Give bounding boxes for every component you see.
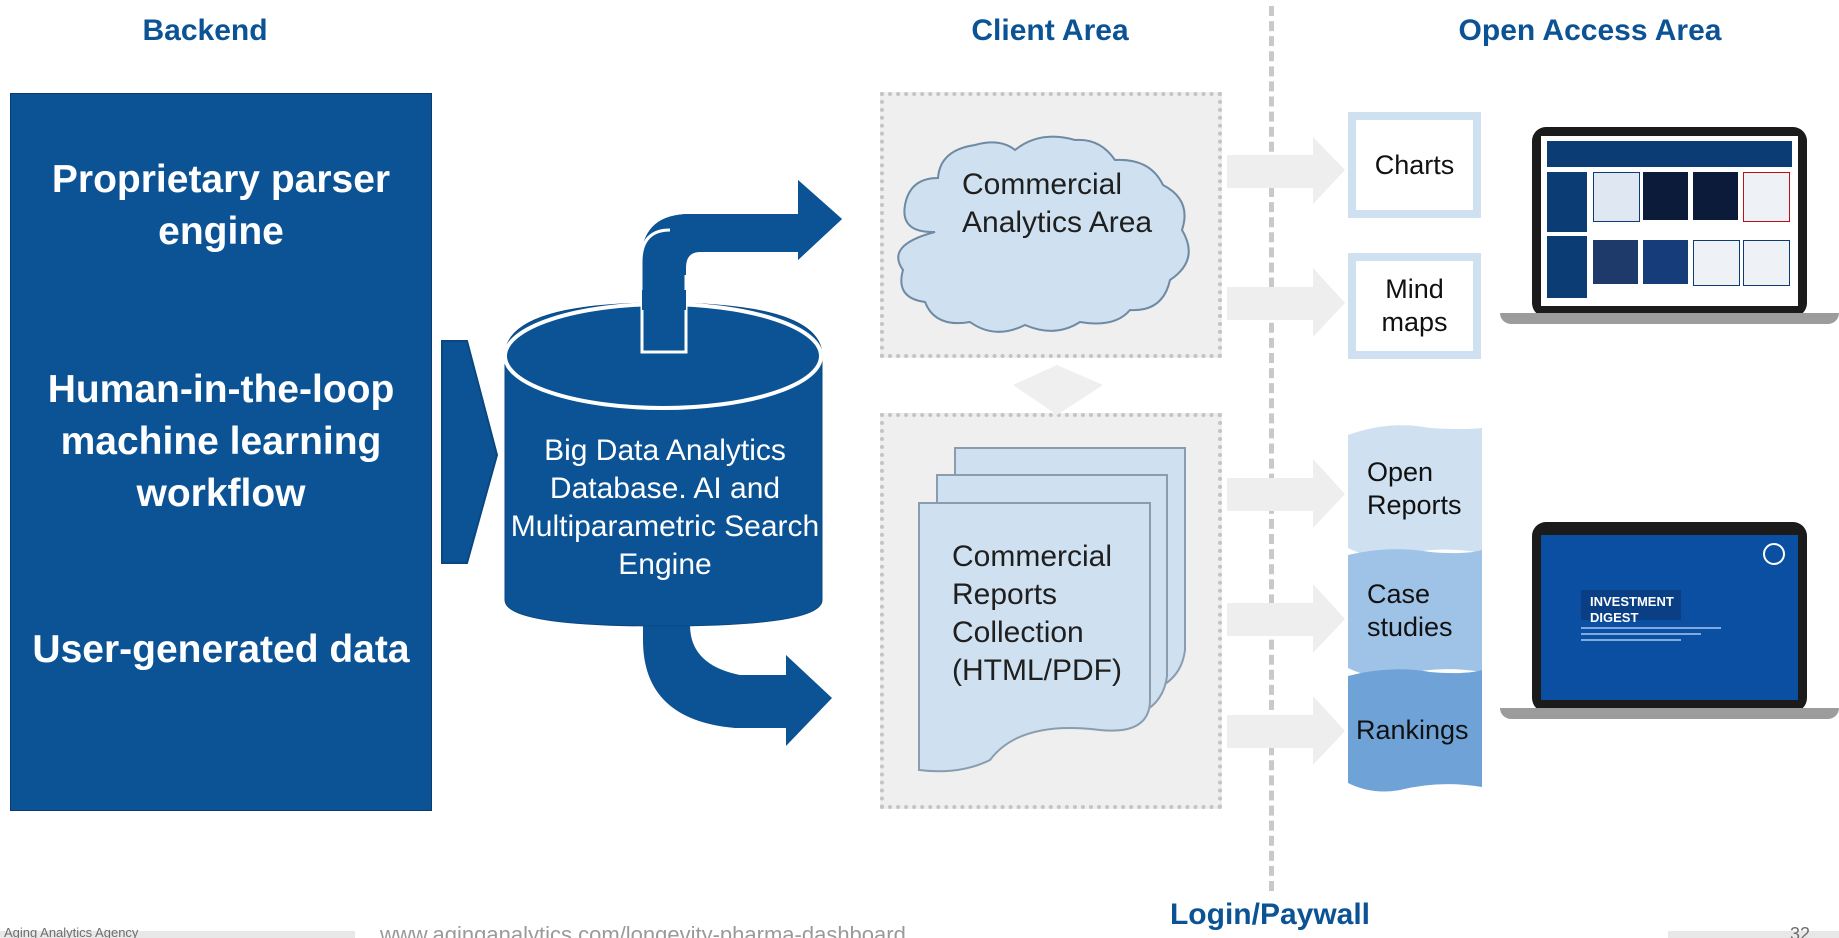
investment-digest-title: INVESTMENT DIGEST [1590,594,1674,625]
commercial-reports-label: Commercial Reports Collection (HTML/PDF) [952,540,1122,687]
digest-subtitle-line [1581,633,1701,635]
footer-strip-right [1668,931,1839,938]
client-to-open-arrows [1227,137,1345,765]
page-number: 32 [1790,924,1811,938]
database-to-reports-arrow [643,610,832,746]
client-area-heading: Client Area [971,14,1129,47]
dashboard-tile [1643,240,1688,284]
dashboard-tile [1693,240,1740,286]
dashboard-tile [1643,172,1688,220]
dashboard-laptop-base [1500,313,1839,324]
footer-left-text: Aging Analytics Agency [4,925,139,938]
dashboard-side-panel [1547,172,1587,232]
rankings-label: Rankings [1356,715,1469,745]
proprietary-parser-label: Proprietary parser engine [51,158,391,253]
case-studies-ribbon [1348,549,1482,677]
digest-laptop-base [1500,708,1839,719]
analytics-cloud-shape [897,135,1190,333]
charts-box: Charts [1348,112,1481,218]
open-reports-label: Open Reports [1367,457,1462,520]
brain-logo-icon [1763,543,1785,565]
report-page-front [918,502,1151,773]
human-in-the-loop-label: Human-in-the-loop machine learning workf… [47,368,395,515]
digest-subtitle-line [1581,627,1721,629]
digest-subtitle-line [1581,639,1681,641]
user-generated-data-label: User-generated data [32,628,410,671]
dashboard-header-bar [1547,141,1792,167]
digest-laptop-screen [1541,535,1798,700]
open-reports-ribbon [1348,425,1482,557]
login-paywall-heading: Login/Paywall [1169,898,1371,931]
backend-heading: Backend [142,14,268,47]
paywall-separator [1269,6,1274,891]
open-access-area-heading: Open Access Area [1458,14,1722,47]
case-studies-label: Case studies [1367,579,1453,642]
rankings-ribbon [1348,669,1482,792]
dashboard-tile [1593,172,1640,222]
digest-title-bg [1581,590,1681,620]
dashboard-side-panel [1547,236,1587,298]
dashboard-laptop-screen [1541,136,1798,306]
database-label: Big Data Analytics Database. AI and Mult… [510,434,820,581]
dashboard-tile [1593,240,1638,284]
dashboard-tile [1743,240,1790,286]
dashboard-tile [1693,172,1738,220]
commercial-analytics-label: Commercial Analytics Area [962,168,1153,239]
mind-maps-box: Mind maps [1348,253,1481,359]
zones-link-arrow [1013,365,1103,415]
footer-url: www.aginganalytics.com/longevity-pharma-… [380,922,906,938]
dashboard-tile [1743,172,1790,222]
backend-box: Proprietary parser engine Human-in-the-l… [10,93,432,811]
backend-to-database-arrow [441,340,499,564]
footer-strip-left [0,931,355,938]
